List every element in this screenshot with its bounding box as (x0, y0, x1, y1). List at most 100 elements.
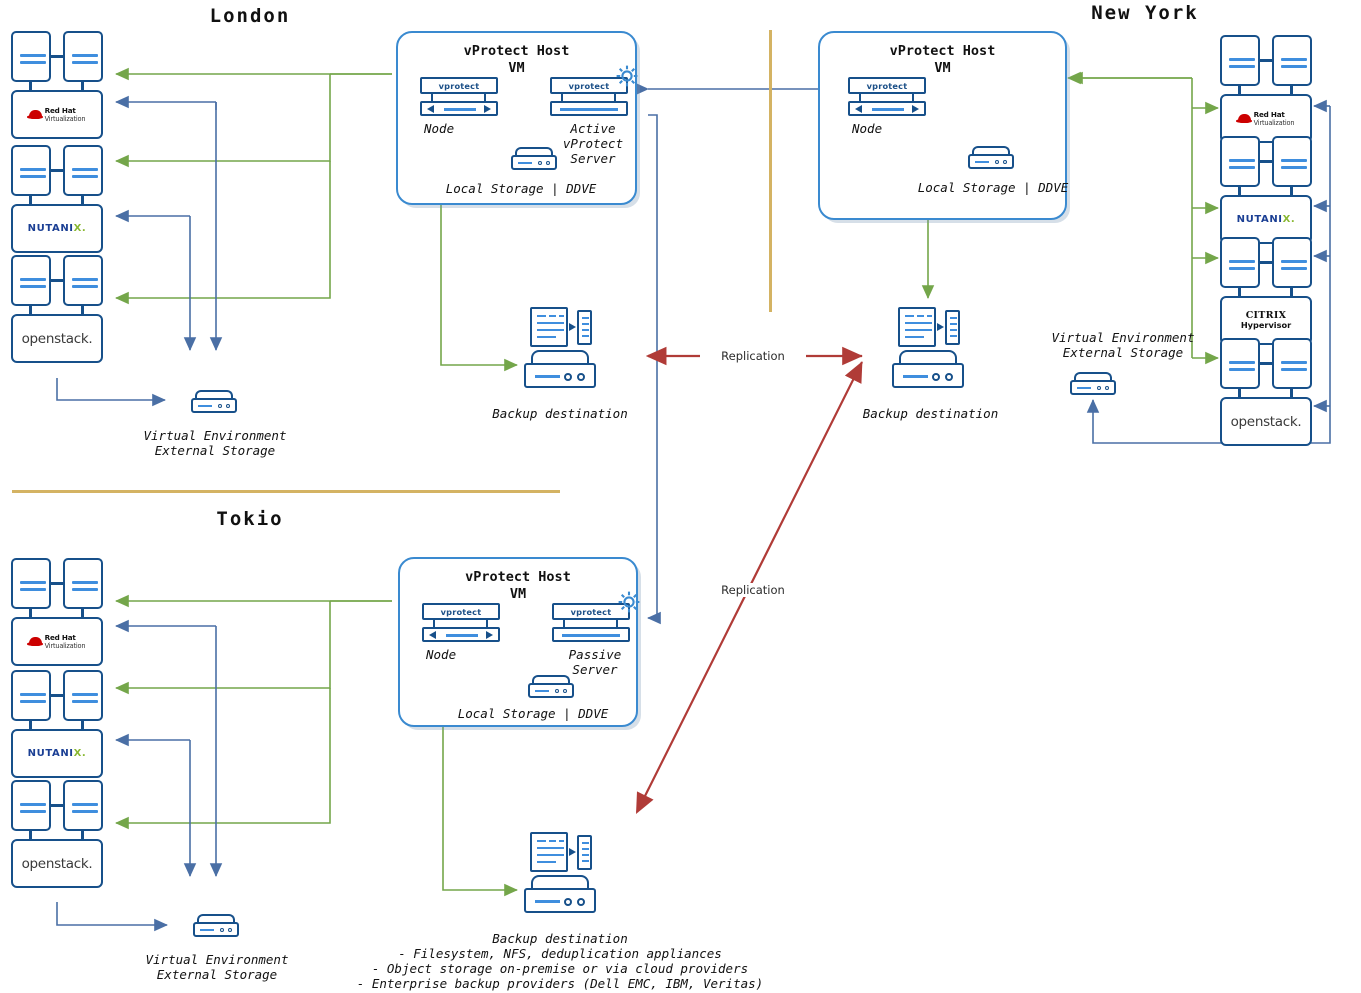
server-leg (1238, 389, 1241, 397)
server-leg (81, 82, 84, 90)
server-leg (1238, 187, 1241, 195)
server-leg (1290, 389, 1293, 397)
server-pair (1220, 136, 1312, 195)
server-legs (552, 620, 630, 627)
local-storage-label-tokio: Local Storage | DDVE (457, 706, 609, 721)
local-storage-label-london: Local Storage | DDVE (445, 181, 597, 196)
server-icon (11, 780, 51, 831)
hypervisor-tokio-nutanix[interactable]: NUTANIX. (11, 670, 103, 778)
hypervisor-plate: Red Hat Virtualization (1220, 94, 1312, 143)
server-link (1260, 59, 1272, 62)
vprotect-node-newyork[interactable]: vprotect (848, 77, 926, 116)
vprotect-node-london[interactable]: vprotect (420, 77, 498, 116)
london-host-to-backup (440, 130, 518, 372)
gear-icon (618, 591, 640, 613)
ext-storage-line1: Virtual Environment (145, 952, 289, 967)
server-leg (81, 831, 84, 839)
node-legs (848, 94, 926, 101)
node-base (420, 101, 498, 116)
newyork-backup-docs-icon (898, 307, 960, 349)
node-legs (420, 94, 498, 101)
server-icon (1220, 237, 1260, 288)
node-legs (422, 620, 500, 627)
server-link (51, 55, 63, 58)
local-storage-label-newyork: Local Storage | DDVE (917, 180, 1069, 195)
redhat-logo-icon: Red Hat Virtualization (1235, 110, 1295, 127)
hypervisor-newyork-openstack[interactable]: openstack. (1220, 338, 1312, 446)
server-label-3: Server (570, 151, 616, 166)
server-link (51, 694, 63, 697)
server-label-1: Active (570, 121, 616, 136)
server-pair (11, 558, 103, 617)
hypervisor-newyork-nutanix[interactable]: NUTANIX. (1220, 136, 1312, 244)
vprotect-host-tokio[interactable]: vProtect Host VM vprotect Node vprotect … (398, 557, 640, 727)
server-icon (11, 31, 51, 82)
hypervisor-london-nutanix[interactable]: NUTANIX. (11, 145, 103, 253)
hypervisor-tokio-openstack[interactable]: openstack. (11, 780, 103, 888)
ext-storage-line1: Virtual Environment (1051, 330, 1195, 345)
server-label-london: Active vProtect Server (538, 121, 648, 166)
ext-storage-line2: External Storage (1062, 345, 1184, 360)
divider-vertical-london-newyork (769, 30, 772, 312)
divider-horizontal-tokio (12, 490, 560, 493)
server-icon (63, 255, 103, 306)
backup-destination-title: Backup destination (492, 931, 628, 946)
host-title-line2: VM (934, 60, 951, 76)
server-leg (29, 609, 32, 617)
london-backup-destination-label: Backup destination (492, 406, 628, 421)
server-pair (11, 255, 103, 314)
server-label-tokio: Passive Server (540, 647, 650, 677)
nutanix-logo-icon: NUTANIX. (1237, 214, 1296, 225)
redhat-logo-icon: Red Hat Virtualization (26, 106, 86, 123)
hypervisor-london-openstack[interactable]: openstack. (11, 255, 103, 363)
vprotect-host-title: vProtect Host VM (400, 569, 636, 603)
vprotect-host-title: vProtect Host VM (398, 43, 635, 77)
server-icon (1220, 35, 1260, 86)
vprotect-server-london[interactable]: vprotect (550, 77, 628, 116)
vprotect-node-tokio[interactable]: vprotect (422, 603, 500, 642)
vprotect-server-tokio[interactable]: vprotect (552, 603, 630, 642)
hypervisor-newyork-citrix[interactable]: CITRIX Hypervisor (1220, 237, 1312, 345)
server-leg (29, 82, 32, 90)
tokio-blue-links (56, 619, 223, 932)
server-link (1260, 362, 1272, 365)
server-icon (1220, 338, 1260, 389)
site-title-tokio: Tokio (216, 508, 284, 530)
london-backup-docs-icon (530, 307, 592, 349)
newyork-external-storage-label: Virtual Environment External Storage (1023, 330, 1223, 360)
vprotect-host-london[interactable]: vProtect Host VM vprotect Node vprotect … (396, 31, 638, 205)
london-external-storage-label: Virtual Environment External Storage (115, 428, 315, 458)
server-link (51, 804, 63, 807)
london-backup-appliance-icon (524, 350, 596, 390)
nutanix-logo-icon: NUTANIX. (28, 223, 87, 234)
hypervisor-plate: NUTANIX. (11, 204, 103, 253)
nutanix-label-1: NUTANI (27, 748, 74, 759)
server-leg (81, 721, 84, 729)
host-title-line2: VM (508, 60, 525, 76)
server-legs (550, 94, 628, 101)
openstack-logo-icon: openstack. (1230, 413, 1302, 430)
node-label-newyork: Node (852, 121, 883, 136)
server-pair (11, 670, 103, 729)
hypervisor-london-redhat[interactable]: Red Hat Virtualization (11, 31, 103, 139)
vprotect-host-newyork[interactable]: vProtect Host VM vprotect Node Local Sto… (818, 31, 1068, 220)
nutanix-logo-icon: NUTANIX. (28, 748, 87, 759)
node-base (422, 627, 500, 642)
london-external-storage-icon (191, 390, 237, 416)
london-blue-links (56, 95, 223, 407)
tokio-backup-docs-icon (530, 832, 592, 874)
server-label-2: Server (572, 662, 618, 677)
server-pair (1220, 35, 1312, 94)
site-title-new-york: New York (1091, 2, 1199, 24)
local-storage-icon-tokio (528, 675, 574, 701)
hypervisor-newyork-redhat[interactable]: Red Hat Virtualization (1220, 35, 1312, 143)
node-base (848, 101, 926, 116)
server-icon (1272, 136, 1312, 187)
hypervisor-tokio-redhat[interactable]: Red Hat Virtualization (11, 558, 103, 666)
local-storage-icon-london (511, 147, 557, 173)
nutanix-label-2: X. (1282, 214, 1296, 225)
server-icon (11, 145, 51, 196)
server-base (550, 101, 628, 116)
server-pair (11, 780, 103, 839)
tokio-external-storage-label: Virtual Environment External Storage (117, 952, 317, 982)
